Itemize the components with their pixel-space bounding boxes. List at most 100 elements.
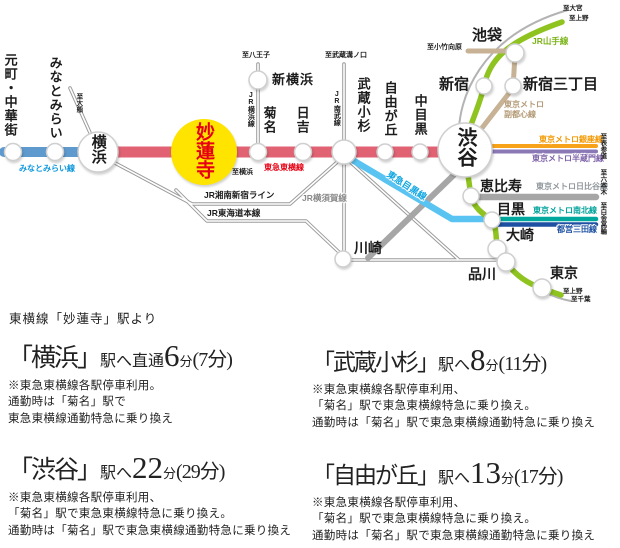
route-block-shibuya: 「渋谷」駅へ22分(29分) ※東急東横線各駅停車利用、 「菊名」駅で東急東横線… (8, 450, 308, 539)
route-heading: 「武蔵小杉」駅へ8分(11分) (312, 342, 612, 378)
station-label-minatomirai: みなとみらい (47, 56, 63, 140)
route-note-line: 「菊名」駅で東急東横線特急に乗り換え。 (8, 508, 233, 521)
station-label-kikuna: 菊名 (261, 106, 277, 134)
station-label-meguro: 目黒 (497, 201, 525, 217)
station-label-yokohama: 横浜 (89, 134, 107, 164)
station-label-shinjuku-sanchome: 新宿三丁目 (523, 76, 599, 93)
info-intro: 東横線「妙蓮寺」駅より (9, 312, 158, 326)
direction-label-roppongi: 至六本木 (598, 169, 606, 195)
station-label-musashi-kosugi: 武蔵小杉 (355, 77, 371, 133)
line-label-toyoko: 東急東横線 (264, 163, 304, 172)
line-label-jr-yokohama: JR横浜線 (247, 92, 255, 127)
route-note-line: ※東急東横線各駅停車利用、 (8, 492, 162, 504)
station-marker-musashikosugi (331, 139, 357, 165)
line-label-mita: 都営三田線 (557, 225, 597, 234)
station-label-ebisu: 恵比寿 (480, 178, 522, 194)
route-notes: ※東急東横線各駅停車利用、 「菊名」駅で東急東横線特急に乗り換え。 通勤時は「菊… (312, 382, 612, 431)
station-marker-minatomirai (45, 142, 65, 162)
route-alt-minutes: (29分) (176, 461, 225, 483)
route-unit: 分 (501, 471, 515, 486)
station-label-jiyugaoka: 自由が丘 (382, 81, 398, 137)
direction-label-shirokane-takanawa: 至白金高輪 (598, 202, 606, 235)
station-marker-shinjuku (475, 77, 493, 95)
station-label-tokyo: 東京 (550, 265, 578, 281)
line-label-jr-shonan-shinjuku: JR湘南新宿ライン (204, 190, 275, 200)
route-heading: 「横浜」駅へ直通6分(7分) (8, 338, 308, 374)
line-label-hibiya: 東京メトロ日比谷線 (536, 182, 608, 191)
line-label-jr-tokaido: JR東海道本線 (207, 208, 261, 218)
route-block-yokohama: 「横浜」駅へ直通6分(7分) ※東急東横線各駅停車利用。 通勤時は「菊名」駅で … (8, 338, 308, 427)
route-unit: 分 (163, 466, 177, 481)
route-minutes: 8 (470, 342, 486, 377)
station-label-ikebukuro: 池袋 (472, 27, 503, 44)
route-heading: 「自由が丘」駅へ13分(17分) (312, 455, 612, 491)
station-markers (3, 43, 552, 298)
route-station-name: 「自由が丘」 (312, 463, 440, 488)
route-minutes: 13 (470, 455, 502, 490)
station-marker-shinagawa (496, 252, 516, 272)
direction-label-mizonokuchi: 至武蔵溝ノ口 (325, 52, 367, 59)
direction-label-kotake-mukaihara: 至小竹向原 (427, 44, 462, 51)
line-label-fukutoshin-2: 副都心線 (504, 110, 536, 119)
direction-label-omiya: 至大宮 (563, 5, 583, 12)
route-via: 駅へ (438, 357, 471, 374)
route-station-name: 「横浜」 (8, 345, 102, 372)
line-jr-network (68, 62, 504, 262)
station-label-kawasaki: 川崎 (354, 240, 382, 256)
direction-label-ueno-north: 至上野 (569, 15, 589, 22)
route-via: 駅へ (100, 465, 133, 482)
route-alt-minutes: (7分) (192, 349, 233, 371)
station-label-myorenji: 妙蓮寺 (192, 122, 214, 179)
direction-label-hachioji: 至八王子 (242, 52, 270, 59)
route-unit: 分 (485, 358, 499, 373)
line-label-namboku: 東京メトロ南北線 (533, 206, 597, 215)
line-label-ginza: 東京メトロ銀座線 (539, 135, 603, 144)
route-via: 駅へ (438, 470, 471, 487)
station-marker-meguro (483, 211, 501, 229)
station-marker-kikuna (248, 142, 268, 162)
line-jr-shonan-shinjuku (365, 165, 464, 261)
station-marker-shinjuku-sanchome (504, 77, 522, 95)
route-alt-minutes: (17分) (514, 466, 563, 488)
route-notes: ※東急東横線各駅停車利用、 「菊名」駅で東急東横線特急に乗り換え。 通勤時は「菊… (312, 495, 612, 544)
line-label-jr-yamanote: JR山手線 (532, 36, 569, 46)
line-label-jr-nambu: JR南武線 (333, 91, 341, 126)
station-marker-myorenji (171, 119, 237, 185)
station-marker-shibuya (437, 122, 493, 178)
station-label-shin-yokohama: 新横浜 (272, 72, 315, 87)
route-unit: 分 (179, 354, 193, 369)
line-tokyu-meguro (340, 151, 496, 223)
direction-label-omotesando: 至表参道 (598, 133, 606, 159)
station-label-shinagawa: 品川 (468, 266, 496, 282)
route-heading: 「渋谷」駅へ22分(29分) (8, 450, 308, 486)
station-marker-kawasaki (334, 250, 352, 268)
station-label-naka-meguro: 中目黒 (412, 94, 428, 136)
station-marker-nakameguro (411, 143, 429, 161)
route-note-line: ※東急東横線各駅停車利用、 (312, 497, 466, 509)
direction-label-ofuna: 至大船 (74, 93, 82, 113)
route-note-line: 通勤時は「菊名」駅で東急東横線通勤特急に乗り換え (312, 416, 596, 429)
station-marker-tokyo (532, 278, 552, 298)
route-note-line: 通勤時は「菊名」駅で東急東横線通勤特急に乗り換え (8, 524, 292, 537)
direction-label-yokohama: 至横浜 (232, 169, 253, 176)
route-minutes: 6 (164, 338, 180, 373)
route-alt-minutes: (11分) (498, 353, 548, 375)
route-note-line: 通勤時は「菊名」駅で (8, 396, 126, 409)
line-label-jr-yokosuka: JR横須賀線 (302, 193, 347, 203)
station-marker-ikebukuro (505, 43, 525, 63)
station-marker-jiyugaoka (376, 143, 394, 161)
line-label-fukutoshin-1: 東京メトロ (504, 100, 544, 109)
station-marker-yokohama (77, 131, 119, 173)
station-marker-motomachi (3, 142, 23, 162)
route-note-line: 通勤時は「菊名」駅で東急東横線通勤特急に乗り換え (312, 529, 596, 542)
route-station-name: 「武蔵小杉」 (312, 350, 440, 375)
route-block-jiyugaoka: 「自由が丘」駅へ13分(17分) ※東急東横線各駅停車利用、 「菊名」駅で東急東… (312, 455, 612, 544)
route-via: 駅へ直通 (100, 353, 165, 370)
station-label-motomachi-chukagai: 元町・中華街 (2, 53, 18, 137)
route-notes: ※東急東横線各駅停車利用、 「菊名」駅で東急東横線特急に乗り換え。 通勤時は「菊… (8, 490, 308, 539)
line-label-hanzomon: 東京メトロ半蔵門線 (532, 154, 604, 163)
station-marker-ebisu (462, 187, 480, 205)
station-label-osaki: 大崎 (506, 227, 534, 243)
station-label-shibuya: 渋谷 (454, 127, 476, 167)
